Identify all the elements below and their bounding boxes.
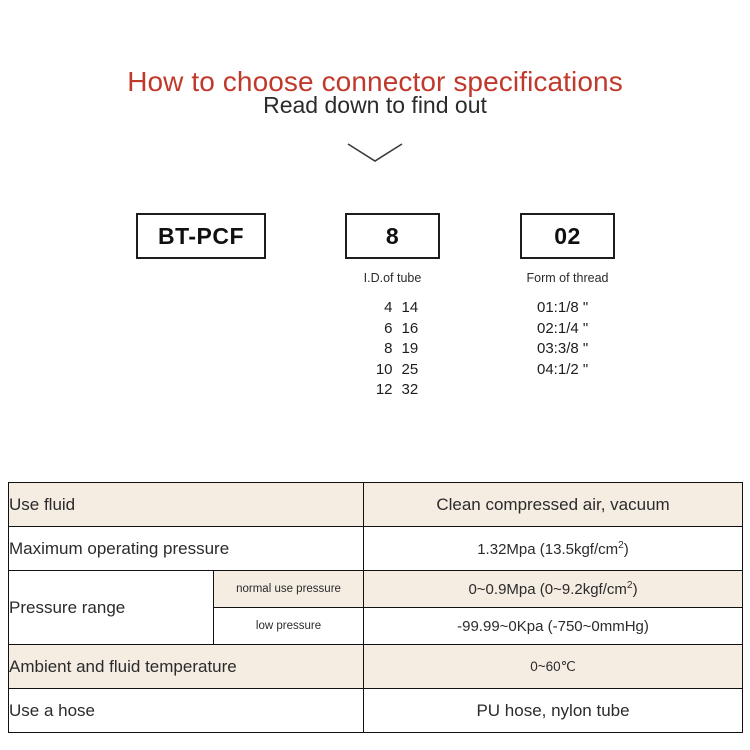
list-item: 6 16: [340, 319, 450, 340]
code-box-thread-value: 02: [554, 222, 581, 249]
id-option-b: 32: [401, 381, 419, 398]
list-item: 02:1/4 ": [537, 319, 589, 337]
id-of-tube-option-list: 4 14 6 16 8 19 10 25 12 32: [340, 298, 450, 401]
id-option-a: 12: [375, 381, 393, 398]
specification-table: Use fluid Clean compressed air, vacuum M…: [7, 482, 744, 733]
page-title: How to choose connector specifications: [127, 65, 623, 97]
id-option-a: 6: [384, 319, 393, 337]
spec-label: Maximum operating pressure: [7, 526, 365, 571]
spec-label: Ambient and fluid temperature: [7, 644, 365, 689]
code-box-id-value: 8: [385, 222, 400, 249]
spec-value: PU hose, nylon tube: [363, 688, 744, 733]
id-option-b: 25: [401, 360, 419, 378]
list-item: 01:1/8 ": [537, 299, 589, 316]
spec-value: 0~60℃: [363, 644, 744, 689]
table-row: Ambient and fluid temperature 0~60℃: [7, 644, 744, 689]
spec-value: Clean compressed air, vacuum: [363, 482, 744, 527]
code-box-form-of-thread: 02: [520, 213, 615, 259]
id-option-b: 14: [401, 299, 419, 316]
spec-sublabel: low pressure: [212, 607, 365, 645]
id-option-b: 16: [401, 319, 419, 337]
code-box-id-of-tube: 8: [345, 213, 440, 259]
code-box-series-value: BT-PCF: [157, 222, 245, 249]
id-option-b: 19: [401, 340, 419, 357]
chevron-down-icon: [347, 143, 403, 162]
page-subtitle: Read down to find out: [263, 92, 487, 118]
table-row: Use a hose PU hose, nylon tube: [7, 688, 744, 733]
spec-value: 0~0.9Mpa (0~9.2kgf/cm2): [363, 570, 744, 608]
spec-value: -99.99~0Kpa (-750~0mmHg): [363, 607, 744, 645]
table-row: Use fluid Clean compressed air, vacuum: [7, 482, 744, 527]
spec-label-pressure-range: Pressure range: [8, 570, 214, 645]
list-item: 12 32: [340, 380, 450, 401]
id-option-a: 4: [384, 299, 393, 316]
table-row: low pressure -99.99~0Kpa (-750~0mmHg): [9, 607, 744, 645]
list-item: 4 14: [340, 298, 450, 319]
id-option-a: 10: [375, 360, 393, 378]
table-row: Maximum operating pressure 1.32Mpa (13.5…: [7, 526, 744, 571]
spec-sublabel: normal use pressure: [212, 570, 365, 608]
list-item: 10 25: [340, 360, 450, 381]
form-of-thread-option-list: 01:1/8 " 02:1/4 " 03:3/8 " 04:1/2 ": [537, 298, 647, 380]
id-option-a: 8: [384, 340, 393, 357]
list-item: 04:1/2 ": [537, 360, 589, 378]
list-item: 8 19: [340, 339, 450, 360]
spec-label: Use a hose: [7, 688, 365, 733]
table-row: Pressure range normal use pressure 0~0.9…: [8, 570, 744, 645]
caption-id-of-tube: I.D.of tube: [363, 271, 422, 285]
spec-label: Use fluid: [7, 482, 365, 527]
list-item: 03:3/8 ": [537, 340, 589, 357]
spec-value: 1.32Mpa (13.5kgf/cm2): [363, 526, 744, 571]
code-box-series: BT-PCF: [136, 213, 266, 259]
caption-form-of-thread: Form of thread: [526, 271, 609, 285]
